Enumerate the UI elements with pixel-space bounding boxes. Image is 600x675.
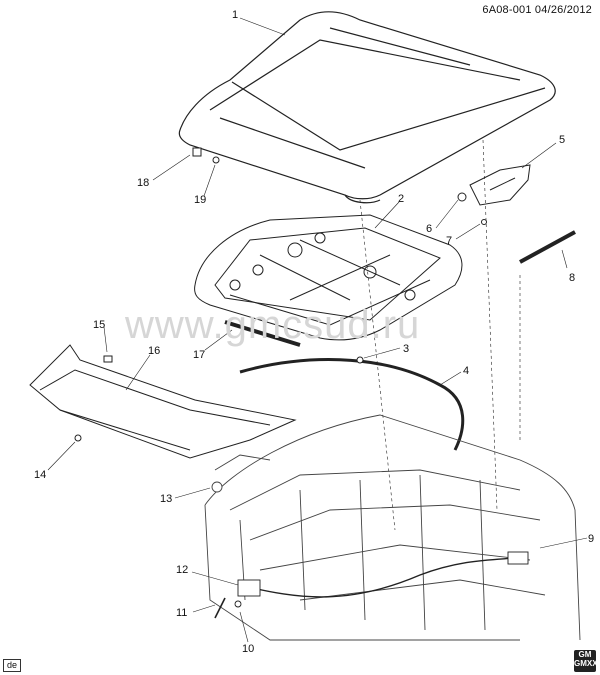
gm-logo: GM GMXX	[574, 650, 598, 672]
diagram-code-date: 6A08-001 04/26/2012	[482, 4, 592, 16]
hood-part	[178, 11, 556, 204]
callout-17: 17	[193, 349, 205, 361]
gm-logo-line1: GM	[578, 650, 592, 659]
callout-10: 10	[242, 643, 254, 655]
callout-9: 9	[588, 533, 594, 545]
callout-5: 5	[559, 134, 565, 146]
weatherstrip-part	[239, 358, 465, 451]
callout-14: 14	[34, 469, 46, 481]
callout-1: 1	[232, 9, 238, 21]
callout-13: 13	[160, 493, 172, 505]
fastener-parts	[192, 147, 364, 364]
callout-7: 7	[446, 235, 452, 247]
hood-hinge-part	[457, 164, 576, 264]
callout-8: 8	[569, 272, 575, 284]
callout-2: 2	[398, 193, 404, 205]
callout-11: 11	[176, 607, 187, 619]
front-cover-part	[29, 344, 297, 459]
callout-16: 16	[148, 345, 160, 357]
gm-logo-line2: GMXX	[574, 659, 598, 668]
seal-strip-part	[224, 320, 301, 347]
hood-inner-panel-part	[194, 214, 463, 341]
callout-18: 18	[137, 177, 149, 189]
engine-bay-structure	[204, 414, 581, 641]
callout-19: 19	[194, 194, 206, 206]
callout-12: 12	[176, 564, 188, 576]
callout-15: 15	[93, 319, 105, 331]
callout-labels: 1 2 3 4 5 6 7 8 9 10 11 12 13 14 15 16 1…	[34, 9, 594, 655]
callout-4: 4	[463, 365, 469, 377]
callout-6: 6	[426, 223, 432, 235]
language-tag: de	[3, 659, 22, 672]
callout-3: 3	[403, 343, 409, 355]
leader-lines	[47, 17, 588, 643]
